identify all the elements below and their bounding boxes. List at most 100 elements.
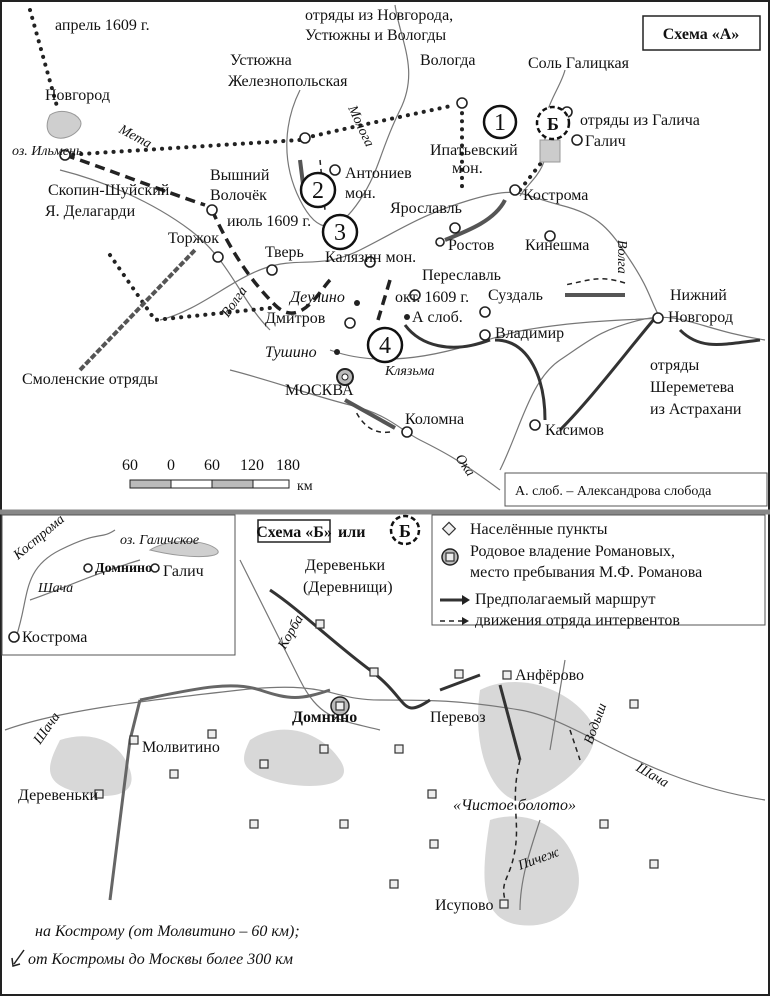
map-label: Устюжна [230,52,292,69]
marker-4: 4 [366,326,404,364]
map-label: Б [547,114,559,134]
map-label: окт. 1609 г. [395,289,469,306]
scheme-b-inset: Кострома оз. Галичское Домнино Галич Шач… [1,512,236,656]
map-label: Шача [37,581,73,596]
map-label: Суздаль [488,287,543,304]
map-label: км [297,479,313,494]
map-label: Деревеньки [18,787,99,804]
map-label: Схема «Б» [256,524,332,541]
map-label: Предполагаемый маршрут [475,591,655,608]
map-label: отряды из Галича [580,112,700,129]
map-label: или [338,524,365,541]
map-label: Дмитров [265,310,326,327]
map-label: Исупово [435,897,493,914]
map-label: оз. Галичское [120,533,199,548]
map-label: Деулино [288,289,345,306]
map-label: А. слоб. – Александрова слобода [515,484,712,499]
rivers [46,4,766,491]
map-label: «Чистое болото» [453,797,576,814]
map-label: 0 [167,457,175,474]
lake-ilmen [46,110,82,139]
map-label: 1 [494,110,506,136]
map-label: Переславль [422,267,501,284]
scheme-b-title: Схема «Б» или Б [256,514,421,546]
map-label: Я. Делагарди [45,203,136,220]
map-label: Родовое владение Романовых, [470,543,675,560]
map-label: 60 [204,457,220,474]
map-label: Новгород [668,309,733,326]
map-label: Вологда [420,52,475,69]
map-label: из Астрахани [650,401,742,418]
map-label: движения отряда интервентов [475,612,680,629]
map-label: Ярославль [390,200,462,217]
map-label: Касимов [545,422,604,439]
map-label: Шереметева [650,379,734,396]
map-label: Смоленские отряды [22,371,158,388]
map-label: Перевоз [430,709,486,726]
scheme-a-labels: апрель 1609 г. отряды из Новгорода, Устю… [12,7,742,479]
map-label: Б [399,521,411,541]
map-label: 60 [122,457,138,474]
map-label: Домнино [95,561,152,576]
map-label: 4 [379,333,391,359]
map-label: 180 [276,457,300,474]
map-label: Ростов [448,237,495,254]
map-label: Галич [163,563,204,580]
map-label: Нижний [670,287,727,304]
map-label: Соль Галицкая [528,55,630,72]
abbreviation-note: А. слоб. – Александрова слобода [504,472,768,507]
map-label: на Кострому (от Молвитино – 60 км); [35,923,300,940]
map-label: Кострома [523,187,588,204]
routes [28,8,761,434]
scheme-b: Кострома оз. Галичское Домнино Галич Шач… [1,512,766,968]
marker-3: 3 [321,213,359,251]
scheme-a: 1 2 3 4 Б Схема «А» апрель 1609 г. отряд… [12,4,768,507]
map-label: Деревеньки [305,557,386,574]
map-label: Тушино [265,344,317,361]
map-label: Скопин-Шуйский [48,182,170,199]
villages [94,619,659,909]
map-label: Калязин мон. [325,249,416,266]
legend: Населённые пункты Родовое владение Роман… [431,514,766,629]
map-label: мон. [452,160,483,177]
map-label: Клязьма [384,364,435,379]
map-label: 3 [334,220,346,246]
map-label: мон. [345,185,376,202]
map-label: Ипатьевский [430,142,518,159]
map-label: Устюжны и Вологды [305,27,446,44]
scale-bar: 60 0 60 120 180 км [122,457,313,494]
scheme-a-title: Схема «А» [642,15,761,51]
map-label: 120 [240,457,264,474]
map-label: Домнино [292,709,357,726]
map-label: (Деревнищи) [303,579,393,596]
map-label: оз. Ильмень [12,144,82,159]
map-label: Схема «А» [663,26,740,43]
map-label: место пребывания М.Ф. Романова [470,564,702,581]
map-label: Владимир [495,325,564,342]
map-label: отряды из Новгорода, [305,7,453,24]
numbered-markers: 1 2 3 4 Б [299,104,571,364]
map-label: Кинешма [525,237,589,254]
marker-b: Б [535,105,571,141]
map-label: Волга [614,240,629,274]
map-label: Новгород [45,87,110,104]
map-label: апрель 1609 г. [55,17,150,34]
map-label: Вышний [210,167,270,184]
map-label: 2 [312,178,324,204]
map-label: Коломна [405,411,464,428]
map-label: Галич [585,133,626,150]
map-label: Волочёк [210,187,267,204]
map-label: июль 1609 г. [227,213,311,230]
map-label: от Костромы до Москвы более 300 км [28,951,293,968]
marker-1: 1 [482,104,518,140]
map-label: А слоб. [412,309,463,326]
map-label: Кострома [22,629,87,646]
map-label: Молвитино [142,739,220,756]
map-label: Анфёрово [515,667,584,684]
map-label: Антониев [345,165,412,182]
map-label: отряды [650,357,699,374]
map-label: Тверь [265,244,304,261]
map-label: Торжок [168,230,219,247]
marker-2: 2 [299,171,337,209]
